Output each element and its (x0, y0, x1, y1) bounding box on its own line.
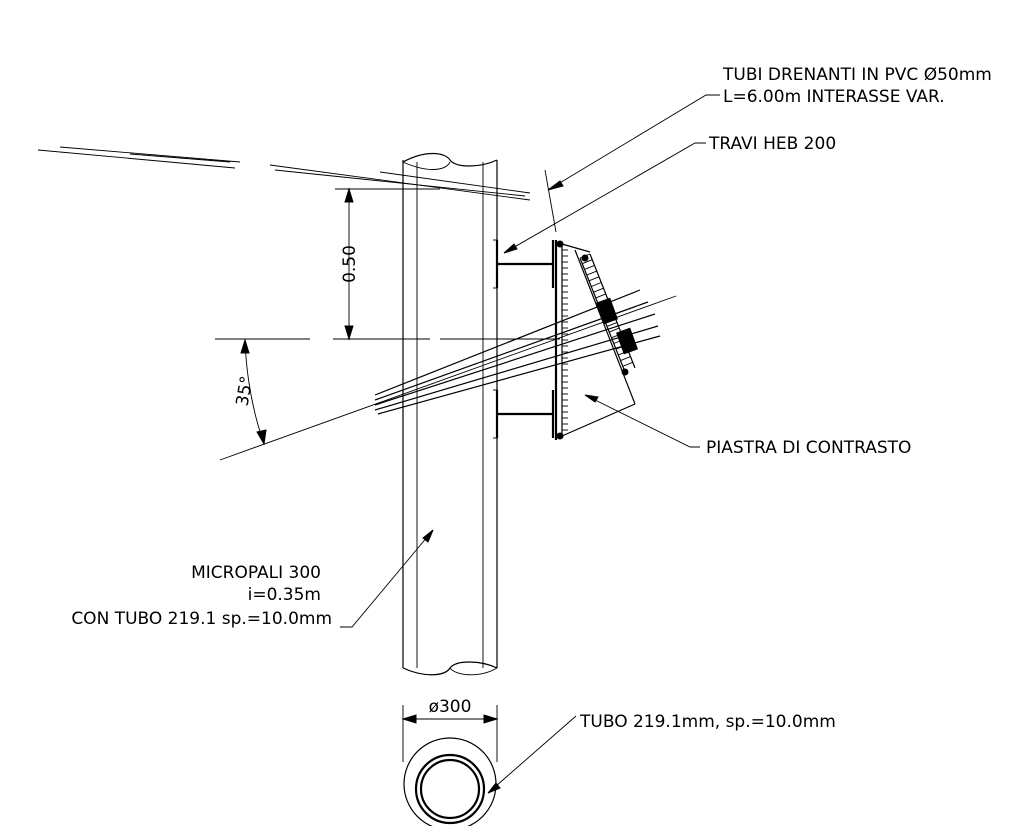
dimension-height: 0.50 (335, 187, 440, 341)
contrast-plate (554, 240, 636, 440)
dimension-angle-label: 35° (233, 375, 258, 408)
tube-section-label: TUBO 219.1mm, sp.=10.0mm (579, 712, 836, 732)
dimension-height-label: 0.50 (340, 245, 360, 283)
diameter-label: ø300 (429, 697, 472, 717)
micropile-label-2: i=0.35m (248, 585, 321, 605)
beams-label: TRAVI HEB 200 (708, 134, 836, 154)
leader-lines (340, 94, 720, 794)
plate-label: PIASTRA DI CONTRASTO (706, 438, 911, 458)
drain-pipes-label-2: L=6.00m INTERASSE VAR. (723, 87, 945, 107)
ground-surface (37, 146, 531, 201)
tie-rods (219, 289, 677, 461)
tube-section: ø300 (395, 697, 505, 828)
anchor-head (579, 253, 638, 376)
heb-beam-upper (493, 239, 555, 289)
heb-beam-lower (493, 389, 555, 439)
dimension-angle: 35° (233, 338, 267, 446)
plate-hatch (562, 249, 568, 431)
micropile-label-3: CON TUBO 219.1 sp.=10.0mm (71, 609, 332, 629)
micropile-label-1: MICROPALI 300 (191, 563, 321, 583)
drain-pipes-label: TUBI DRENANTI IN PVC Ø50mm (722, 65, 992, 85)
micropile (402, 152, 498, 676)
